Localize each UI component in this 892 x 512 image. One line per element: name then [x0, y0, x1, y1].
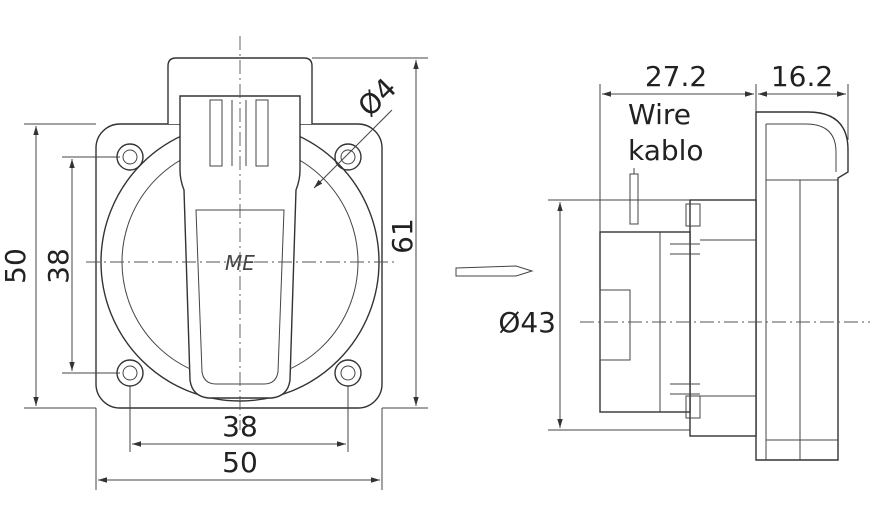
- rear-housing: [689, 199, 757, 437]
- wire-label: Wire: [628, 98, 691, 131]
- dim-label-width-holes: 38: [222, 410, 258, 443]
- dim-height-holes: 38: [42, 156, 120, 374]
- side-flange-lid: [766, 123, 837, 172]
- side-flange: [755, 111, 849, 461]
- side-view: Wire kablo 27.2 16.2 Ø43: [455, 60, 870, 461]
- front-view: ME 50 38 38 50: [0, 36, 428, 490]
- wire-label-turkish: kablo: [628, 134, 704, 167]
- dim-label-body-diameter: Ø43: [498, 306, 556, 339]
- mounting-hole-bottom-left: [116, 359, 144, 387]
- dim-label-depth-body: 27.2: [645, 60, 707, 93]
- dim-label-height-holes: 38: [42, 248, 75, 284]
- mounting-hole-top-right: [334, 143, 362, 171]
- mounting-hole-bottom-right: [334, 359, 362, 387]
- dim-width-outer: 50: [95, 408, 383, 490]
- dim-label-hole-diameter: Ø4: [352, 72, 404, 124]
- dim-width-holes: 38: [129, 386, 349, 452]
- dim-body-diameter: Ø43: [498, 199, 690, 431]
- terminal-block: [599, 289, 631, 361]
- lid-grip-ribs: [209, 99, 269, 167]
- mounting-hole-top-left: [116, 143, 144, 171]
- dim-hole-diameter: Ø4: [313, 72, 404, 189]
- terminal-screws: [670, 203, 701, 419]
- dim-depth-flange: 16.2: [758, 60, 849, 140]
- wire-illustration: [629, 168, 639, 225]
- cover-lid-inner: [195, 209, 285, 385]
- dim-label-width-outer: 50: [222, 446, 258, 479]
- wire-arrow: [455, 265, 534, 277]
- dim-label-total-height: 61: [386, 218, 419, 254]
- dim-label-height-outer: 50: [0, 248, 32, 284]
- dim-depth-body: 27.2: [599, 60, 757, 232]
- dim-total-height: 61: [312, 57, 428, 409]
- dim-height-outer: 50: [0, 123, 96, 409]
- dim-label-depth-flange: 16.2: [771, 60, 833, 93]
